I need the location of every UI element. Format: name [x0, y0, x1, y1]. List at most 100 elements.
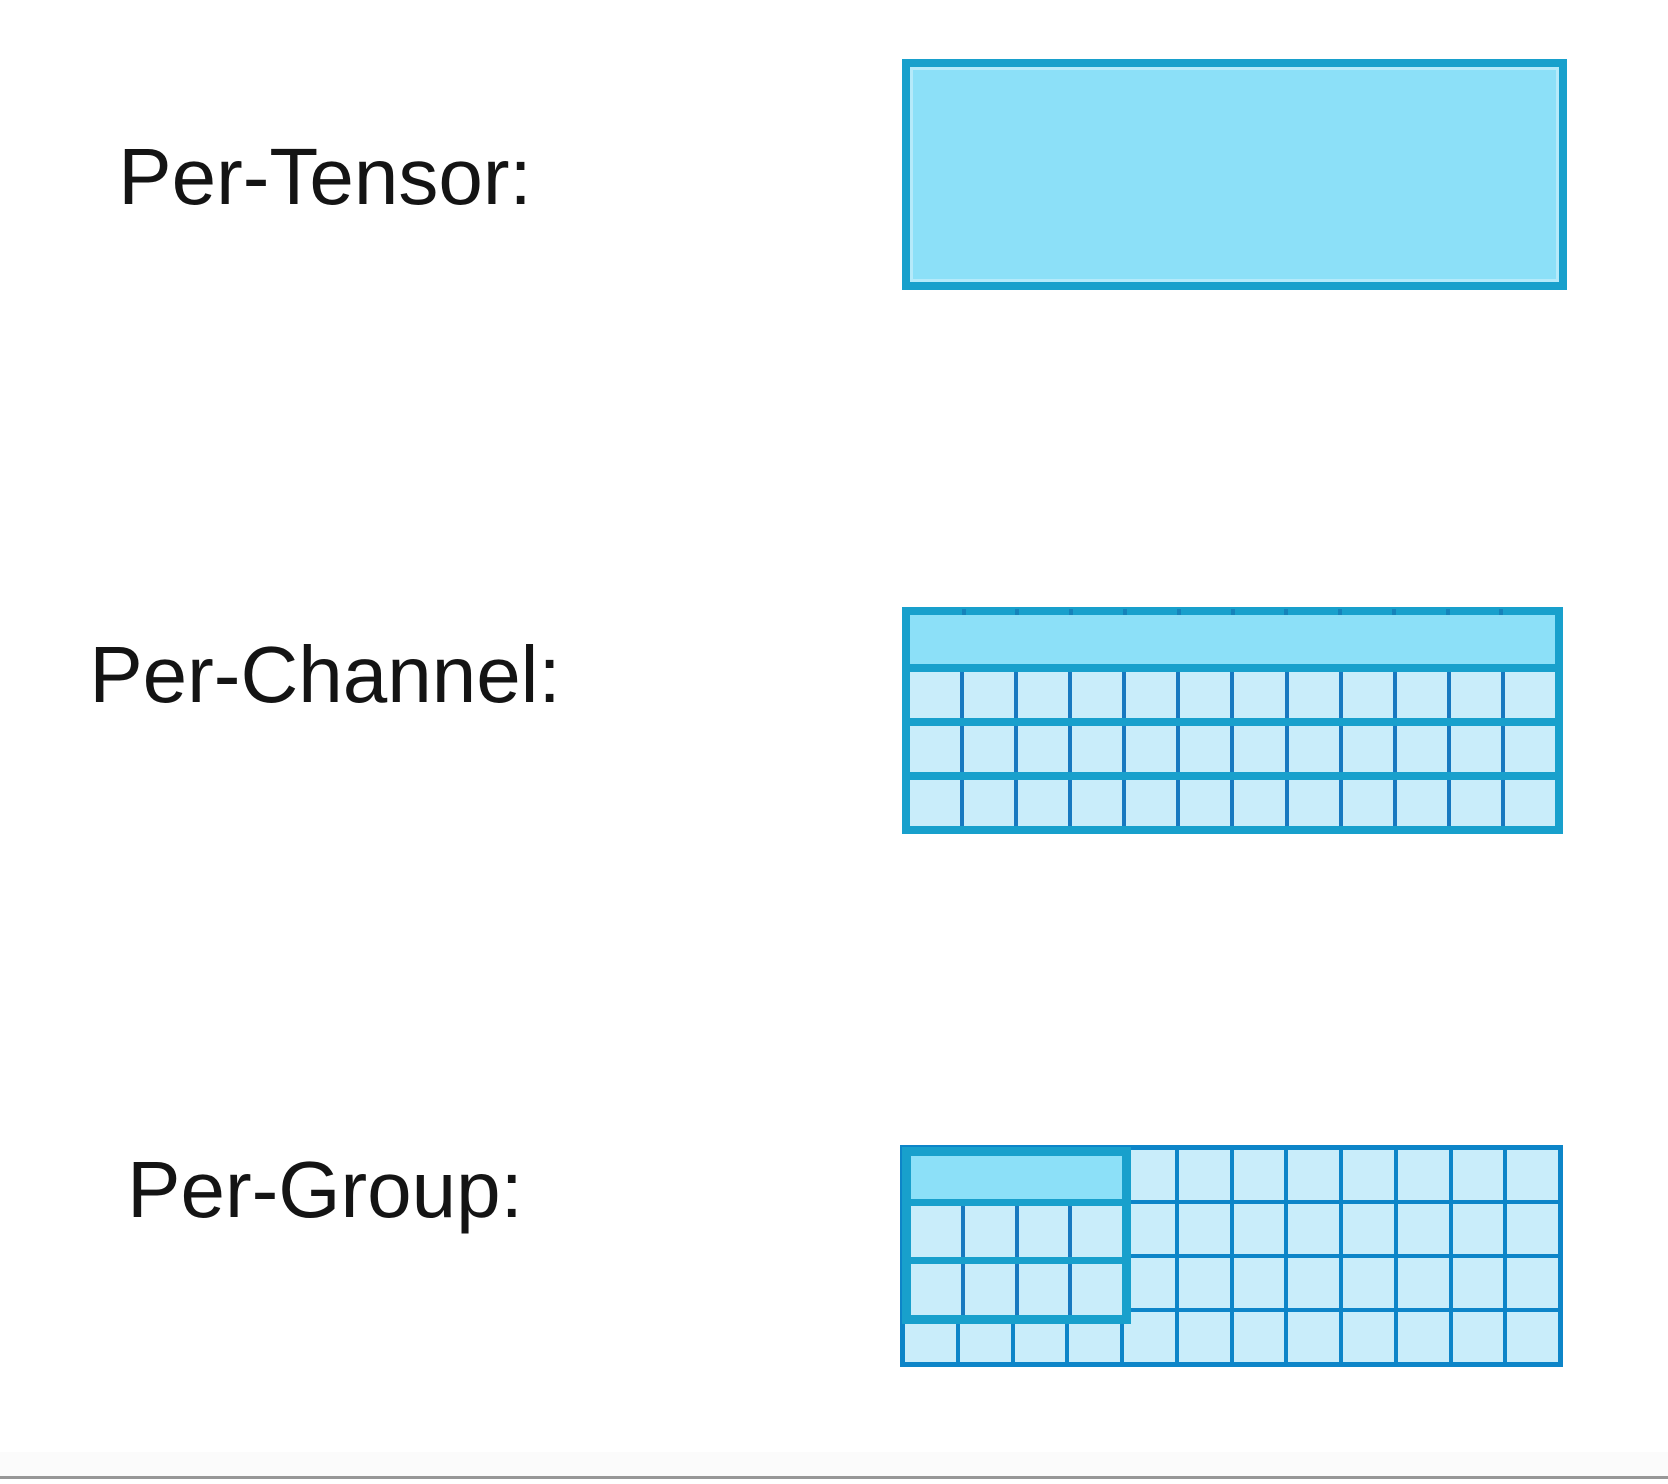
per-group-scale-band — [911, 1156, 1122, 1199]
grid-cell — [1072, 726, 1123, 772]
grid-cell — [1124, 1258, 1175, 1308]
grid-cell — [964, 726, 1015, 772]
grid-row — [910, 780, 1555, 826]
grid-cell — [1507, 1312, 1558, 1362]
grid-cell — [1343, 1258, 1394, 1308]
tick-mark — [961, 609, 966, 615]
grid-row — [910, 726, 1555, 772]
per-group-highlighted-group — [902, 1147, 1131, 1324]
grid-cell — [911, 1206, 961, 1257]
grid-cell — [1507, 1204, 1558, 1254]
bottom-rule — [0, 1476, 1668, 1479]
grid-cell — [1452, 1204, 1504, 1254]
grid-cell — [1072, 672, 1123, 718]
grid-cell — [964, 672, 1015, 718]
tick-mark — [1337, 609, 1342, 615]
tick-mark — [1122, 609, 1127, 615]
grid-cell — [1396, 726, 1447, 772]
grid-cell — [1126, 780, 1177, 826]
grid-cell — [1018, 672, 1069, 718]
grid-cell — [911, 1264, 961, 1315]
grid-cell — [1397, 1312, 1449, 1362]
grid-cell — [1396, 780, 1447, 826]
grid-cell — [1124, 1150, 1175, 1200]
grid-cell — [1450, 780, 1501, 826]
grid-row — [910, 672, 1555, 718]
grid-cell — [1233, 1258, 1285, 1308]
grid-cell — [1288, 1258, 1339, 1308]
per-channel-grid — [902, 607, 1563, 834]
grid-cell — [1233, 1312, 1285, 1362]
grid-cell — [1018, 726, 1069, 772]
per-group-label: Per-Group: — [127, 1145, 523, 1234]
grid-cell — [1396, 672, 1447, 718]
grid-cell — [1072, 780, 1123, 826]
grid-cell — [1288, 1204, 1339, 1254]
grid-cell — [1178, 1258, 1230, 1308]
grid-cell — [1234, 780, 1285, 826]
tick-mark — [1284, 609, 1289, 615]
grid-cell — [1288, 726, 1339, 772]
grid-cell — [1018, 1206, 1069, 1257]
grid-cell — [1126, 672, 1177, 718]
grid-cell — [1018, 1264, 1069, 1315]
grid-cell — [1343, 1312, 1394, 1362]
grid-cell — [1178, 1204, 1230, 1254]
grid-cell — [964, 1264, 1015, 1315]
grid-cell — [1124, 1312, 1175, 1362]
grid-cell — [1180, 726, 1231, 772]
grid-cell — [1018, 780, 1069, 826]
grid-cell — [910, 726, 961, 772]
per-channel-tick-marks — [910, 609, 1555, 615]
grid-cell — [1234, 726, 1285, 772]
tick-mark — [1499, 609, 1504, 615]
tick-mark — [1015, 609, 1020, 615]
grid-cell — [1450, 672, 1501, 718]
grid-row — [911, 1206, 1122, 1257]
tick-mark — [1445, 609, 1450, 615]
per-channel-scale-band — [910, 615, 1555, 664]
grid-cell — [1234, 672, 1285, 718]
per-group-grid — [900, 1145, 1563, 1367]
grid-cell — [1397, 1258, 1449, 1308]
grid-cell — [1452, 1258, 1504, 1308]
grid-cell — [1288, 672, 1339, 718]
grid-cell — [1504, 726, 1555, 772]
grid-cell — [1342, 780, 1393, 826]
grid-row — [911, 1264, 1122, 1315]
tick-mark — [1176, 609, 1181, 615]
grid-cell — [1178, 1312, 1230, 1362]
per-channel-label: Per-Channel: — [89, 630, 561, 719]
tick-mark — [1069, 609, 1074, 615]
grid-cell — [1507, 1150, 1558, 1200]
per-tensor-label: Per-Tensor: — [118, 132, 532, 221]
grid-cell — [1452, 1150, 1504, 1200]
grid-cell — [1180, 672, 1231, 718]
grid-cell — [1072, 1206, 1122, 1257]
grid-cell — [910, 672, 961, 718]
grid-cell — [1342, 672, 1393, 718]
grid-cell — [1450, 726, 1501, 772]
grid-cell — [1397, 1204, 1449, 1254]
per-tensor-block — [902, 59, 1567, 290]
grid-cell — [964, 780, 1015, 826]
grid-cell — [1288, 1150, 1339, 1200]
grid-cell — [1452, 1312, 1504, 1362]
bottom-strip — [0, 1452, 1668, 1476]
grid-cell — [1342, 726, 1393, 772]
grid-cell — [1072, 1264, 1122, 1315]
grid-cell — [910, 780, 961, 826]
grid-cell — [1343, 1204, 1394, 1254]
tick-mark — [1230, 609, 1235, 615]
grid-cell — [1126, 726, 1177, 772]
grid-cell — [964, 1206, 1015, 1257]
grid-cell — [1233, 1204, 1285, 1254]
grid-cell — [1124, 1204, 1175, 1254]
grid-cell — [1397, 1150, 1449, 1200]
tick-mark — [1391, 609, 1396, 615]
grid-cell — [1504, 672, 1555, 718]
grid-cell — [1180, 780, 1231, 826]
grid-cell — [1288, 780, 1339, 826]
grid-cell — [1343, 1150, 1394, 1200]
